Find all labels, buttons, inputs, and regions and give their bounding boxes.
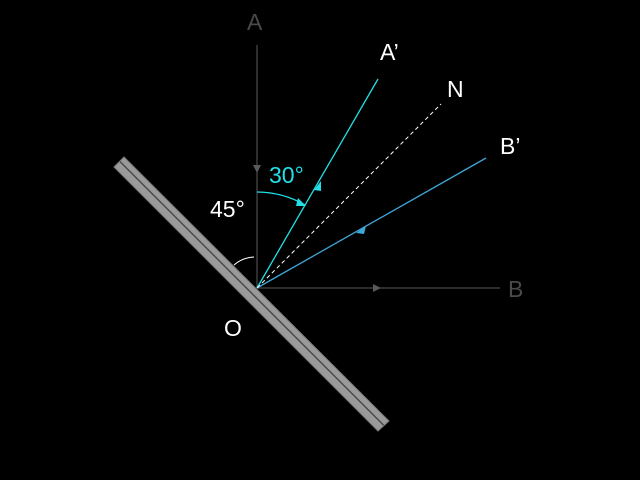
angle-arc-30-arrow [296, 198, 306, 206]
label-b: B [508, 276, 523, 302]
label-n: N [447, 76, 464, 102]
ray-b-prime-arrow [356, 226, 366, 234]
label-o: O [224, 315, 242, 341]
normal-line [256, 103, 442, 289]
ray-a-arrow [253, 165, 261, 173]
mirror [113, 156, 390, 432]
angle-arc-45 [233, 256, 255, 266]
label-a: A [247, 9, 263, 35]
label-b-prime: B’ [500, 133, 520, 159]
ray-b-prime [256, 157, 487, 289]
ray-a-prime-arrow [314, 181, 321, 191]
label-angle-30: 30° [269, 162, 304, 188]
label-a-prime: A’ [380, 39, 399, 65]
label-angle-45: 45° [210, 196, 245, 222]
ray-a-prime [256, 78, 379, 289]
ray-b-arrow [373, 284, 381, 292]
